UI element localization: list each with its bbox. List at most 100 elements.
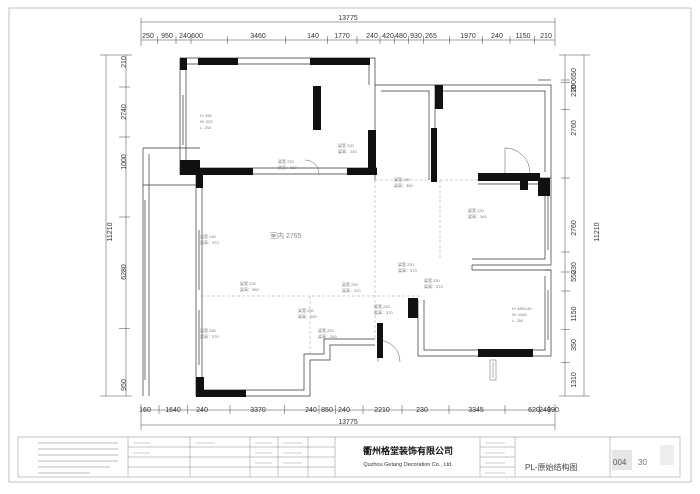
beam-height-label: 梁高：360 xyxy=(394,182,413,188)
right-dim-label: 1150 xyxy=(571,306,578,321)
corner-stamp xyxy=(660,445,674,465)
beam-height-label: 梁高：360 xyxy=(240,286,259,292)
beam-height-label: 梁高：370 xyxy=(200,239,219,245)
top-dim-label: 950 xyxy=(161,33,173,40)
top-dim-label: 240 xyxy=(491,33,503,40)
bottom-dim-label: 390 xyxy=(547,407,559,414)
right-dim-label: 210 xyxy=(571,85,578,97)
bottom-total-dimension: 13775 xyxy=(338,419,358,426)
bottom-dim-label: 240 xyxy=(539,407,551,414)
left-dim-label: 950 xyxy=(121,379,128,391)
title-block-field-lines xyxy=(133,442,505,474)
left-total-dimension: 11210 xyxy=(107,222,114,241)
top-dim-label: 480 xyxy=(395,33,407,40)
bottom-dim-label: 620 xyxy=(528,407,540,414)
beam-height-label: 梁高：360 xyxy=(278,164,297,170)
code-box xyxy=(612,450,632,470)
bottom-dim-label: 850 xyxy=(321,407,333,414)
beam-height-label: 梁高：370 xyxy=(374,309,393,315)
ceiling-note-1-l: L: 250 xyxy=(200,125,212,130)
ceiling-note-1: H: 280 W: 220 L: 250 xyxy=(200,113,213,130)
bottom-dim-label: 2210 xyxy=(374,407,390,414)
left-dim-label: 2740 xyxy=(121,104,128,120)
beam-width-label: 梁宽 240 xyxy=(200,327,217,333)
bottom-dim-label: 3370 xyxy=(250,407,266,414)
top-dim-label: 265 xyxy=(425,33,437,40)
company-name-cn: 衢州格堂装饰有限公司 xyxy=(363,445,453,456)
beam-dashed-lines xyxy=(201,172,478,354)
top-dim-label: 210 xyxy=(540,33,552,40)
bottom-dim-label: 240 xyxy=(338,407,350,414)
left-dim-label: 210 xyxy=(121,56,128,68)
beam-width-label: 梁宽 220 xyxy=(374,303,391,309)
beam-width-label: 梁宽 220 xyxy=(338,142,355,148)
bottom-dim-label: 230 xyxy=(416,407,428,414)
top-dim-label: 140 xyxy=(307,33,319,40)
right-dimensions xyxy=(559,54,590,397)
beam-width-label: 梁宽 220 xyxy=(394,176,411,182)
beam-height-label: 梁高：370 xyxy=(342,287,361,293)
top-dim-label: 600 xyxy=(191,33,203,40)
top-dimensions xyxy=(140,18,556,46)
wall-outlines xyxy=(142,57,552,397)
top-total-dimension: 13775 xyxy=(338,15,358,22)
bottom-dim-label: 240 xyxy=(305,407,317,414)
structural-columns xyxy=(180,58,550,397)
beam-width-label: 梁宽 220 xyxy=(342,281,359,287)
top-dim-label: 420 xyxy=(382,33,394,40)
top-dim-label: 250 xyxy=(142,33,154,40)
drawing-code: 004 xyxy=(613,458,627,467)
beam-width-label: 梁宽 220 xyxy=(424,277,441,283)
top-dim-label: 1770 xyxy=(334,33,350,40)
beam-width-label: 梁宽 240 xyxy=(200,233,217,239)
top-dim-label: 1150 xyxy=(515,33,530,40)
top-dim-label: 1970 xyxy=(460,33,476,40)
ceiling-note-2-w: W: 1060 xyxy=(512,312,528,317)
beam-width-label: 梁宽 220 xyxy=(318,327,335,333)
beam-width-label: 梁宽 220 xyxy=(278,158,295,164)
right-dim-label: 550 xyxy=(571,270,578,282)
bottom-dim-label: 1640 xyxy=(165,407,181,414)
beam-height-label: 梁高：370 xyxy=(424,283,443,289)
bottom-dim-label: 160 xyxy=(139,407,151,414)
beam-height-label: 梁高：250 xyxy=(298,313,317,319)
ceiling-note-2-l: L: 250 xyxy=(512,318,524,323)
beam-height-label: 梁高：250 xyxy=(318,333,337,339)
living-room-label: 室内 2765 xyxy=(270,231,302,240)
right-dim-label: 2760 xyxy=(571,120,578,136)
right-dim-label: 230 xyxy=(571,262,578,274)
left-dimensions xyxy=(100,54,132,397)
right-dim-label: 200 xyxy=(571,80,578,92)
beam-height-label: 梁高：370 xyxy=(398,267,417,273)
beam-width-label: 梁宽 220 xyxy=(398,261,415,267)
bottom-dim-label: 3345 xyxy=(468,407,484,414)
elevation-mark xyxy=(489,359,497,381)
top-dim-label: 3460 xyxy=(250,33,266,40)
top-dim-label: 240 xyxy=(179,33,191,40)
drawing-name: PL-原始结构图 xyxy=(525,462,577,472)
ceiling-note-2: H: 480/140 W: 1060 L: 250 xyxy=(512,306,532,323)
beam-height-label: 梁高：370 xyxy=(200,333,219,339)
top-dim-label: 930 xyxy=(410,33,422,40)
title-block xyxy=(17,436,681,478)
beam-width-label: 梁宽 220 xyxy=(298,307,315,313)
left-dim-label: 6280 xyxy=(121,264,128,280)
bottom-dim-label: 240 xyxy=(196,407,208,414)
ceiling-note-1-h: H: 280 xyxy=(200,113,213,118)
beam-height-label: 梁高：240 xyxy=(338,148,357,154)
company-name-en: Quzhou Getang Decoration Co., Ltd. xyxy=(363,462,453,468)
right-dim-label: 1310 xyxy=(571,372,578,388)
bottom-dimensions xyxy=(140,404,556,430)
top-dim-label: 240 xyxy=(366,33,378,40)
beam-height-label: 梁高：360 xyxy=(468,213,487,219)
right-dim-label: 2760 xyxy=(571,220,578,236)
right-dim-label: 650 xyxy=(571,68,578,80)
notes-text-lines xyxy=(38,442,118,474)
